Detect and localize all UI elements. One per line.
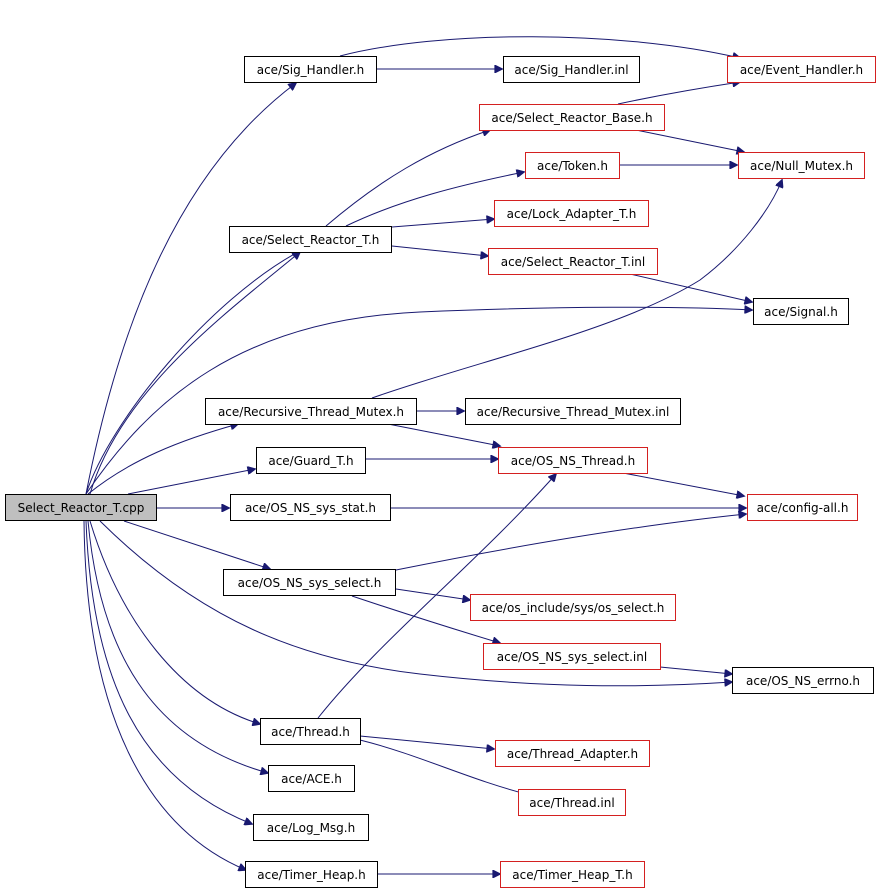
edge-select-reactor-t-h-to-select-reactor-base-h	[325, 130, 490, 227]
node-thread-inl[interactable]: ace/Thread.inl	[518, 789, 626, 816]
node-signal-h[interactable]: ace/Signal.h	[753, 298, 849, 325]
node-event-handler-h[interactable]: ace/Event_Handler.h	[727, 56, 876, 83]
node-timer-heap-h[interactable]: ace/Timer_Heap.h	[245, 861, 378, 888]
edge-sig-handler-h-to-event-handler-h	[339, 36, 740, 58]
edge-thread-h-to-thread-adapter-h	[359, 735, 494, 749]
node-recursive-thread-mutex-inl[interactable]: ace/Recursive_Thread_Mutex.inl	[465, 398, 681, 425]
edge-root-to-signal-h	[85, 307, 752, 495]
edge-select-reactor-t-h-to-token-h	[345, 172, 524, 227]
edge-root-to-thread-h	[89, 520, 260, 724]
edge-root-to-select-reactor-t-h	[89, 252, 300, 495]
node-guard-t-h[interactable]: ace/Guard_T.h	[256, 447, 366, 474]
edge-root-to-os-ns-sys-select-h	[123, 520, 270, 569]
edge-recursive-thread-mutex-h-to-os-ns-thread-h	[387, 423, 500, 446]
node-select-reactor-base-h[interactable]: ace/Select_Reactor_Base.h	[479, 104, 665, 131]
node-token-h[interactable]: ace/Token.h	[525, 152, 620, 179]
node-os-ns-thread-h[interactable]: ace/OS_NS_Thread.h	[498, 447, 648, 474]
edge-select-reactor-base-h-to-event-handler-h	[617, 82, 740, 105]
node-os-ns-sys-select-h[interactable]: ace/OS_NS_sys_select.h	[223, 569, 396, 596]
node-select-reactor-t-cpp: Select_Reactor_T.cpp	[5, 494, 157, 521]
edge-root-to-ace-h	[87, 520, 268, 773]
node-select-reactor-t-h[interactable]: ace/Select_Reactor_T.h	[229, 226, 392, 253]
edge-os-ns-sys-select-inl-to-os-ns-errno-h	[659, 666, 732, 674]
edge-root-to-os-ns-errno-h	[99, 520, 732, 686]
edge-recursive-thread-mutex-h-to-null-mutex-h	[371, 180, 782, 399]
node-lock-adapter-t-h[interactable]: ace/Lock_Adapter_T.h	[494, 200, 649, 227]
edge-root-to-recursive-thread-mutex-h	[87, 424, 238, 495]
edge-root-to-timer-heap-h	[83, 520, 246, 870]
edge-os-ns-thread-h-to-config-all-h	[617, 471, 744, 496]
node-os-ns-sys-stat-h[interactable]: ace/OS_NS_sys_stat.h	[230, 494, 391, 521]
edge-os-ns-sys-select-h-to-config-all-h	[395, 514, 746, 571]
node-sig-handler-h[interactable]: ace/Sig_Handler.h	[244, 56, 377, 83]
node-os-ns-errno-h[interactable]: ace/OS_NS_errno.h	[732, 667, 874, 694]
edge-root-to-log-msg-h	[85, 520, 252, 824]
node-thread-adapter-h[interactable]: ace/Thread_Adapter.h	[495, 740, 650, 767]
node-null-mutex-h[interactable]: ace/Null_Mutex.h	[738, 152, 865, 179]
edge-os-ns-sys-select-h-to-os-select-h	[395, 588, 470, 600]
node-ace-h[interactable]: ace/ACE.h	[268, 765, 355, 792]
edge-thread-h-to-thread-inl	[359, 739, 530, 795]
node-sig-handler-inl[interactable]: ace/Sig_Handler.inl	[503, 56, 640, 83]
node-os-ns-sys-select-inl[interactable]: ace/OS_NS_sys_select.inl	[483, 643, 661, 670]
edge-root-to-guard-t-h	[127, 469, 255, 495]
node-select-reactor-t-inl[interactable]: ace/Select_Reactor_T.inl	[488, 248, 658, 275]
node-config-all-h[interactable]: ace/config-all.h	[747, 494, 858, 521]
edge-select-reactor-t-h-to-select-reactor-t-inl	[391, 245, 488, 256]
edge-select-reactor-t-h-to-lock-adapter-t-h	[391, 219, 494, 228]
node-thread-h[interactable]: ace/Thread.h	[260, 718, 361, 745]
node-os-select-h[interactable]: ace/os_include/sys/os_select.h	[470, 594, 676, 621]
node-log-msg-h[interactable]: ace/Log_Msg.h	[253, 814, 369, 841]
edge-thread-h-to-os-ns-thread-h	[317, 474, 556, 719]
edge-root-to-sig-handler-h	[85, 83, 296, 495]
edge-select-reactor-t-h-back-to-root	[85, 251, 299, 495]
node-recursive-thread-mutex-h[interactable]: ace/Recursive_Thread_Mutex.h	[205, 398, 417, 425]
edge-os-ns-sys-select-h-to-os-ns-sys-select-inl	[351, 595, 500, 643]
node-timer-heap-t-h[interactable]: ace/Timer_Heap_T.h	[500, 861, 645, 888]
edge-select-reactor-base-h-to-null-mutex-h	[635, 129, 744, 152]
edge-select-reactor-t-inl-to-signal-h	[629, 273, 752, 302]
